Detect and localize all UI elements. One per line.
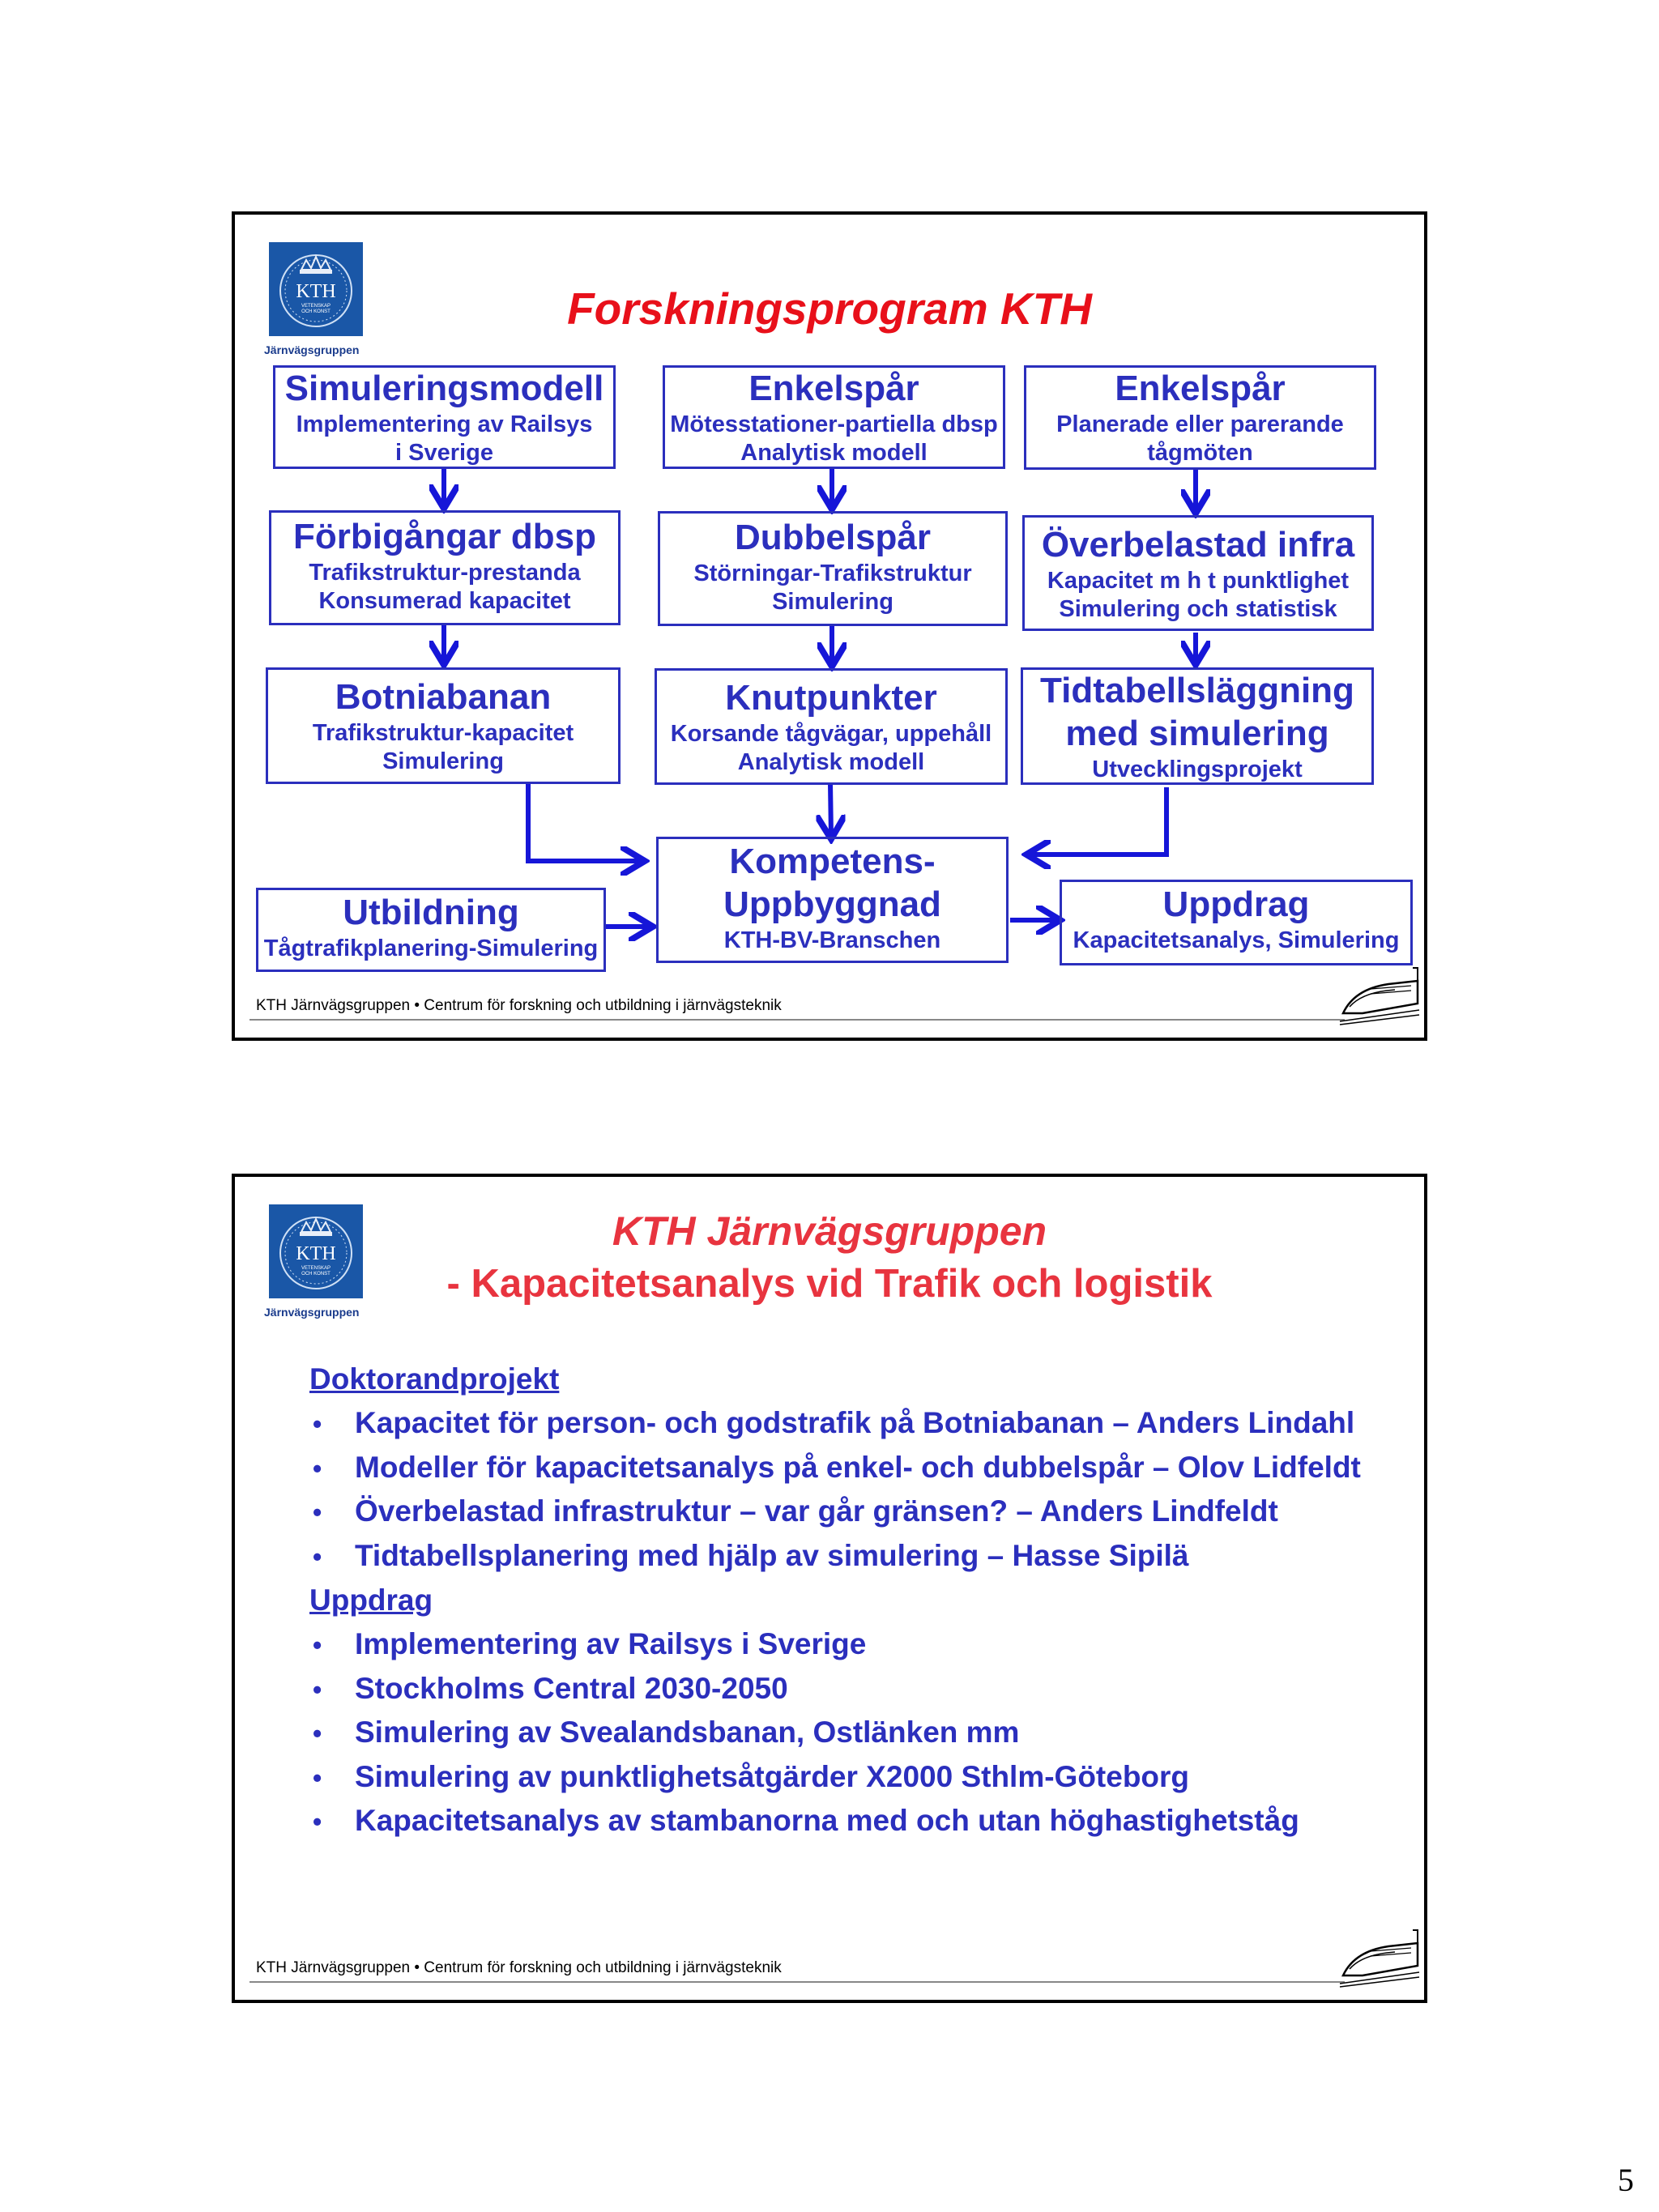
bullet-icon: •: [313, 1719, 322, 1748]
box-line: Konsumerad kapacitet: [318, 588, 571, 615]
svg-text:VETENSKAP: VETENSKAP: [301, 304, 331, 309]
svg-text:VETENSKAP: VETENSKAP: [301, 1266, 331, 1271]
box-botniabanan: Botniabanan Trafikstruktur-kapacitet Sim…: [266, 667, 621, 784]
box-line: Simulering: [382, 748, 504, 775]
box-heading: Simuleringsmodell: [284, 369, 604, 408]
box-heading: Botniabanan: [335, 677, 552, 717]
kth-logo: KTH VETENSKAP OCH KONST: [269, 1204, 363, 1298]
box-heading: Dubbelspår: [734, 518, 932, 557]
box-line: Simulering: [772, 589, 893, 616]
box-heading: Utbildning: [343, 893, 519, 932]
box-heading: Enkelspår: [1115, 369, 1286, 408]
list-item-text: Kapacitetsanalys av stambanorna med och …: [355, 1804, 1299, 1837]
box-line: Trafikstruktur-prestanda: [309, 559, 581, 586]
project-list: Doktorandprojekt • Kapacitet för person- …: [309, 1357, 1361, 1843]
train-icon: [1338, 965, 1422, 1026]
box-uppdrag: Uppdrag Kapacitetsanalys, Simulering: [1060, 880, 1413, 965]
list-item: • Stockholms Central 2030-2050: [309, 1667, 1361, 1711]
box-line: Tågtrafikplanering-Simulering: [263, 935, 599, 961]
box-heading: Kompetens-: [729, 842, 936, 881]
box-heading: Tidtabellsläggning: [1040, 671, 1354, 710]
box-heading: Förbigångar dbsp: [293, 517, 596, 556]
box-line: Utvecklingsprojekt: [1092, 756, 1303, 782]
box-utbildning: Utbildning Tågtrafikplanering-Simulering: [256, 888, 606, 972]
svg-text:OCH KONST: OCH KONST: [301, 1272, 331, 1276]
box-forbigangar: Förbigångar dbsp Trafikstruktur-prestand…: [269, 510, 621, 625]
list-item: • Kapacitet för person- och godstrafik på…: [309, 1401, 1361, 1446]
box-line: KTH-BV-Branschen: [723, 927, 941, 953]
list-item-text: Modeller för kapacitetsanalys på enkel- …: [355, 1450, 1361, 1484]
box-heading: Uppbyggnad: [723, 884, 941, 924]
box-line: Trafikstruktur-kapacitet: [312, 719, 574, 746]
list-item: • Överbelastad infrastruktur – var går gr…: [309, 1490, 1361, 1534]
slide-research-program: KTH VETENSKAP OCH KONST Järnvägsgruppen …: [232, 211, 1427, 1041]
bullet-icon: •: [313, 1453, 322, 1483]
train-icon: [1338, 1927, 1422, 1988]
box-kompetensuppbyggnad: Kompetens- Uppbyggnad KTH-BV-Branschen: [656, 837, 1009, 963]
kth-logo: KTH VETENSKAP OCH KONST: [269, 242, 363, 336]
box-line: Kapacitet m h t punktlighet: [1047, 567, 1350, 594]
slide-title: Forskningsprogram KTH: [567, 283, 1092, 334]
list-item-text: Kapacitet för person- och godstrafik på …: [355, 1406, 1355, 1439]
box-dubbelspar: Dubbelspår Störningar-Trafikstruktur Sim…: [658, 511, 1008, 626]
box-tidtabellslaggning: Tidtabellsläggning med simulering Utveck…: [1021, 667, 1374, 785]
box-line: Kapacitetsanalys, Simulering: [1073, 927, 1400, 953]
bullet-icon: •: [313, 1541, 322, 1571]
list-item-text: Stockholms Central 2030-2050: [355, 1671, 788, 1705]
box-line: Analytisk modell: [737, 749, 925, 776]
box-heading: Knutpunkter: [725, 678, 937, 718]
section-heading-uppdrag: Uppdrag: [309, 1583, 433, 1617]
list-item-text: Simulering av Svealandsbanan, Ostlänken …: [355, 1715, 1020, 1749]
svg-text:OCH KONST: OCH KONST: [301, 309, 331, 314]
bullet-icon: •: [313, 1762, 322, 1792]
box-line: tågmöten: [1147, 440, 1253, 467]
list-item: • Tidtabellsplanering med hjälp av simule…: [309, 1534, 1361, 1579]
list-item-text: Överbelastad infrastruktur – var går grä…: [355, 1494, 1278, 1528]
box-line: i Sverige: [395, 440, 493, 467]
box-heading: Överbelastad infra: [1041, 525, 1355, 565]
bullet-icon: •: [313, 1409, 322, 1438]
list-item: • Kapacitetsanalys av stambanorna med och…: [309, 1799, 1361, 1843]
title-line-2: - Kapacitetsanalys vid Trafik och logist…: [446, 1262, 1213, 1306]
bullet-icon: •: [313, 1807, 322, 1836]
section-heading-doktorandprojekt: Doktorandprojekt: [309, 1362, 560, 1396]
list-item: • Implementering av Railsys i Sverige: [309, 1622, 1361, 1667]
bullet-icon: •: [313, 1674, 322, 1704]
list-item-text: Implementering av Railsys i Sverige: [355, 1627, 867, 1660]
box-line: Störningar-Trafikstruktur: [693, 560, 972, 586]
box-heading: med simulering: [1065, 713, 1329, 753]
slide-title: KTH Järnvägsgruppen - Kapacitetsanalys v…: [235, 1208, 1424, 1306]
page-number: 5: [1618, 2162, 1634, 2198]
box-simuleringsmodell: Simuleringsmodell Implementering av Rail…: [273, 365, 616, 469]
svg-text:KTH: KTH: [296, 281, 335, 302]
bullet-icon: •: [313, 1630, 322, 1660]
logo-caption: Järnvägsgruppen: [264, 1306, 360, 1319]
footer-divider: [249, 1981, 1345, 1983]
box-line: Analytisk modell: [740, 440, 928, 467]
box-heading: Enkelspår: [748, 369, 919, 408]
list-item: • Modeller för kapacitetsanalys på enkel-…: [309, 1446, 1361, 1490]
box-enkelspar-planerade: Enkelspår Planerade eller parerande tågm…: [1024, 365, 1376, 470]
list-item: • Simulering av punktlighetsåtgärder X200…: [309, 1755, 1361, 1800]
box-line: Planerade eller parerande: [1056, 411, 1344, 437]
slide-capacity-analysis: KTH VETENSKAP OCH KONST Järnvägsgruppen …: [232, 1174, 1427, 2003]
box-line: Simulering och statistisk: [1059, 596, 1337, 623]
list-item-text: Simulering av punktlighetsåtgärder X2000…: [355, 1759, 1190, 1793]
box-overbelastad-infra: Överbelastad infra Kapacitet m h t punkt…: [1022, 515, 1374, 631]
slide-footer: KTH Järnvägsgruppen • Centrum för forskn…: [256, 997, 782, 1014]
svg-text:KTH: KTH: [296, 1243, 335, 1264]
slide-footer: KTH Järnvägsgruppen • Centrum för forskn…: [256, 1959, 782, 1976]
logo-caption: Järnvägsgruppen: [264, 343, 360, 356]
bullet-icon: •: [313, 1498, 322, 1527]
list-item-text: Tidtabellsplanering med hjälp av simuler…: [355, 1538, 1189, 1572]
title-line-1: KTH Järnvägsgruppen: [612, 1208, 1047, 1254]
box-line: Mötesstationer-partiella dbsp: [670, 411, 998, 437]
list-item: • Simulering av Svealandsbanan, Ostlänken…: [309, 1711, 1361, 1755]
box-line: Implementering av Railsys: [296, 411, 593, 437]
footer-divider: [249, 1019, 1345, 1021]
box-enkelspar-motesstationer: Enkelspår Mötesstationer-partiella dbsp …: [663, 365, 1005, 469]
box-line: Korsande tågvägar, uppehåll: [670, 720, 992, 747]
box-knutpunkter: Knutpunkter Korsande tågvägar, uppehåll …: [655, 668, 1008, 785]
box-heading: Uppdrag: [1162, 884, 1310, 924]
